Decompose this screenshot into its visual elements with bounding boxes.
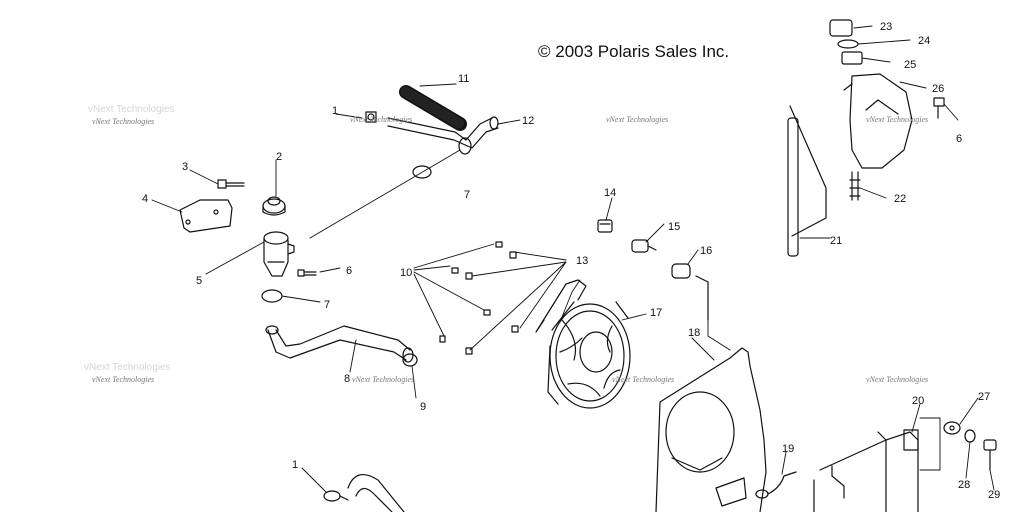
callout-8: 8 — [344, 373, 350, 385]
callout-24: 24 — [918, 35, 930, 47]
callout-15: 15 — [668, 221, 680, 233]
part-26-reservoir — [843, 73, 913, 169]
callout-6: 6 — [956, 133, 962, 145]
callout-28: 28 — [958, 479, 970, 491]
callout-13: 13 — [576, 255, 588, 267]
part-28-nut — [964, 429, 976, 443]
callout-9: 9 — [420, 401, 426, 413]
callout-27: 27 — [978, 391, 990, 403]
callout-21: 21 — [830, 235, 842, 247]
part-1-clamp-bottom — [323, 490, 349, 502]
watermark-text: vNext Technologies — [866, 115, 928, 124]
callout-26: 26 — [932, 83, 944, 95]
callout-3: 3 — [182, 161, 188, 173]
part-7-clamp-upper — [412, 165, 432, 179]
svg-text:vNext Technologies: vNext Technologies — [88, 104, 175, 115]
callout-17: 17 — [650, 307, 662, 319]
part-1-clamp-top — [365, 111, 377, 123]
callout-22: 22 — [894, 193, 906, 205]
callout-12: 12 — [522, 115, 534, 127]
callout-5: 5 — [196, 275, 202, 287]
callout-16: 16 — [700, 245, 712, 257]
part-6-screw-left — [297, 269, 317, 277]
part-24-seal — [837, 39, 859, 49]
part-17-fan — [535, 279, 631, 409]
callout-14: 14 — [604, 187, 616, 199]
part-15-sensor — [631, 239, 657, 253]
watermark-text: vNext Technologies — [612, 375, 674, 384]
callout-10: 10 — [400, 267, 412, 279]
part-11-hose — [399, 85, 467, 131]
part-29-bolt — [983, 439, 997, 471]
callout-25: 25 — [904, 59, 916, 71]
watermark-text: vNext Technologies — [606, 115, 668, 124]
watermark-text: vNext Technologies — [350, 115, 412, 124]
part-16-bushing — [671, 263, 691, 279]
lower-hose — [347, 473, 405, 513]
callout-labels: 1 2 3 4 5 6 7 7 8 9 10 11 12 13 14 15 16… — [142, 21, 1000, 501]
part-5-filler-neck — [263, 231, 295, 277]
part-14-fitting — [597, 219, 613, 233]
callout-11: 11 — [458, 73, 469, 85]
callout-18: 18 — [688, 327, 700, 339]
part-9-clamp — [402, 353, 418, 367]
callout-19: 19 — [782, 443, 794, 455]
part-18-shroud — [655, 275, 767, 513]
watermarks: vNext Technologies vNext Technologies vN… — [84, 104, 928, 384]
callout-7: 7 — [464, 189, 470, 201]
part-6-screw-right — [933, 97, 945, 119]
part-12-hose — [387, 116, 499, 155]
part-4-bracket — [179, 199, 233, 233]
part-8-hose — [265, 325, 414, 363]
callout-2: 2 — [276, 151, 282, 163]
part-27-washer — [943, 421, 961, 435]
leader-lines — [151, 25, 995, 493]
part-19-wire — [755, 471, 797, 499]
callout-7: 7 — [324, 299, 330, 311]
copyright-notice: © 2003 Polaris Sales Inc. — [538, 42, 730, 61]
part-25-collar — [841, 51, 863, 65]
part-20-radiator — [813, 429, 919, 513]
callout-20: 20 — [912, 395, 924, 407]
part-7-clamp-lower — [261, 289, 283, 303]
callout-4: 4 — [142, 193, 148, 205]
callout-23: 23 — [880, 21, 892, 33]
part-23-cap — [829, 19, 853, 37]
part-3-bolt — [217, 179, 245, 189]
part-10-13-fasteners — [439, 241, 519, 355]
callout-1: 1 — [332, 105, 338, 117]
part-22-fitting — [849, 171, 861, 201]
watermark-text: vNext Technologies — [92, 375, 154, 384]
callout-1: 1 — [292, 459, 298, 471]
svg-text:vNext Technologies: vNext Technologies — [84, 362, 171, 373]
part-2-cap — [262, 196, 286, 216]
watermark-text: vNext Technologies — [352, 375, 414, 384]
watermark-text: vNext Technologies — [866, 375, 928, 384]
callout-29: 29 — [988, 489, 1000, 501]
callout-6: 6 — [346, 265, 352, 277]
watermark-text: vNext Technologies — [92, 117, 154, 126]
part-21-rod — [787, 105, 827, 257]
